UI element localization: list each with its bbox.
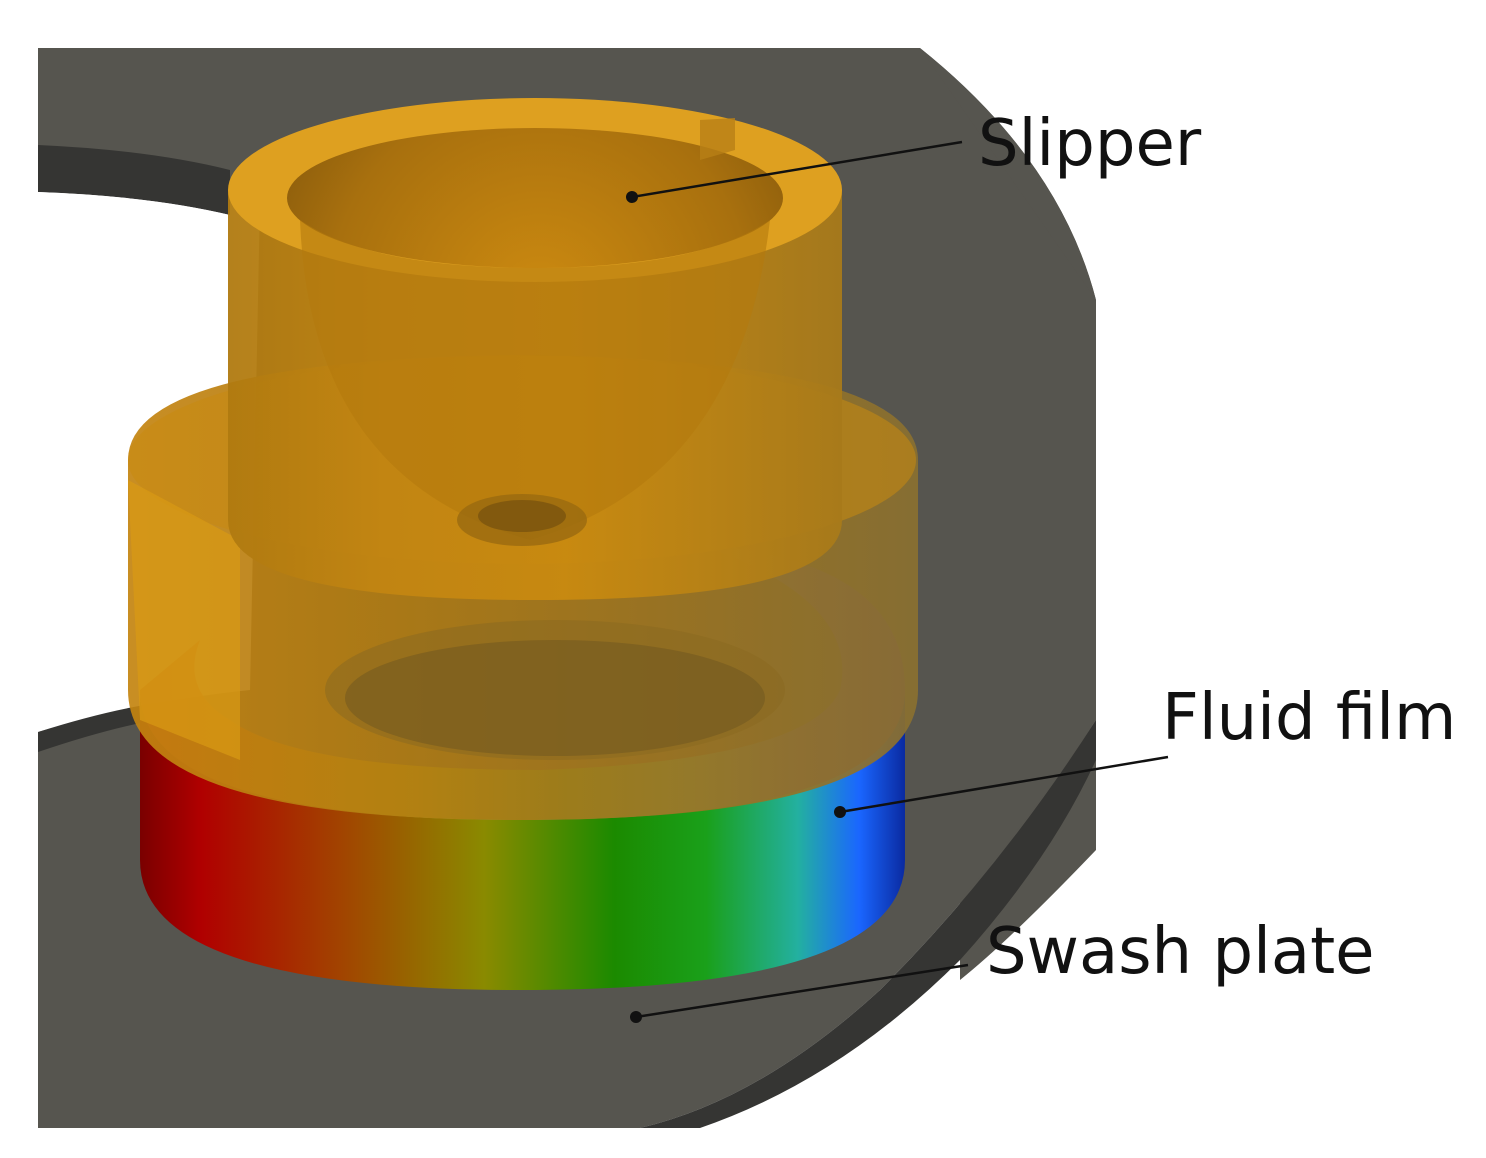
- swash-plate-leader-dot: [630, 1011, 642, 1023]
- swash-plate-label: Swash plate: [986, 915, 1375, 989]
- fluid-film-label: Fluid film: [1162, 681, 1457, 755]
- slipper-leader-dot: [626, 191, 638, 203]
- fluid-film-leader-dot: [834, 806, 846, 818]
- slipper-leader-line: [631, 140, 963, 199]
- swash-plate-leader-line: [635, 963, 969, 1019]
- slipper: [128, 98, 918, 820]
- slipper-label: Slipper: [978, 107, 1202, 181]
- fluid-film: [140, 545, 905, 990]
- callout-lines: [626, 140, 1169, 1023]
- fluid-film-leader-line: [839, 755, 1169, 814]
